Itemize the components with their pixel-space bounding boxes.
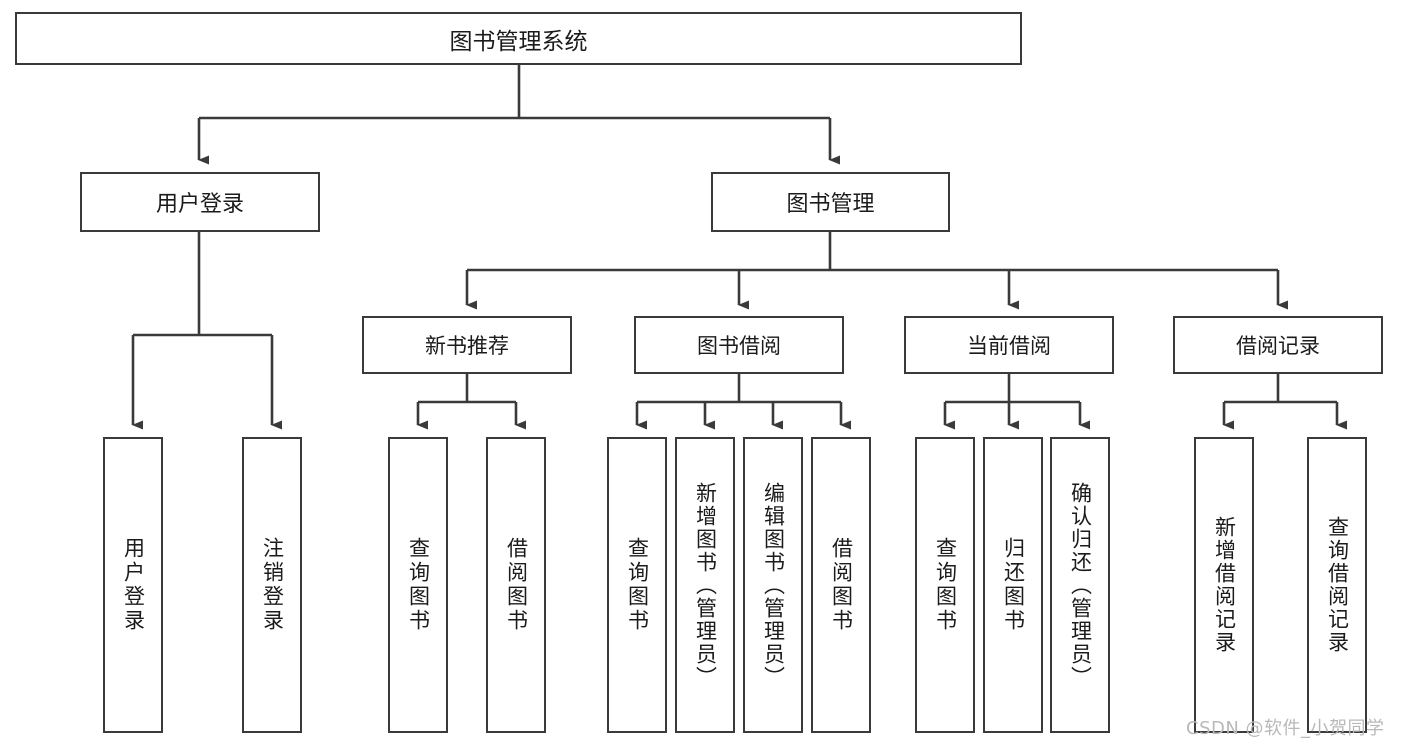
leaf-label: 查询图书 [625,537,650,633]
leaf-new-book-borrow-book[interactable]: 借阅图书 [486,437,546,733]
leaf-label: 新增图书（管理员） [693,481,718,689]
leaf-label: 新增借阅记录 [1212,516,1237,654]
leaf-label: 确认归还（管理员） [1068,481,1093,689]
leaf-label: 借阅图书 [504,537,529,633]
leaf-label: 查询借阅记录 [1325,516,1350,654]
leaf-book-borrow-add-book[interactable]: 新增图书（管理员） [675,437,735,733]
leaf-label: 查询图书 [406,537,431,633]
leaf-user-login-logout[interactable]: 注销登录 [242,437,302,733]
node-new-book-recommend[interactable]: 新书推荐 [362,316,572,374]
leaf-current-borrow-return-book[interactable]: 归还图书 [983,437,1043,733]
node-borrow-record[interactable]: 借阅记录 [1173,316,1383,374]
leaf-borrow-record-add-record[interactable]: 新增借阅记录 [1194,437,1254,733]
node-root-system[interactable]: 图书管理系统 [15,12,1022,65]
leaf-user-login-login[interactable]: 用户登录 [103,437,163,733]
leaf-current-borrow-query-book[interactable]: 查询图书 [915,437,975,733]
leaf-borrow-record-query-record[interactable]: 查询借阅记录 [1307,437,1367,733]
leaf-label: 注销登录 [260,537,285,633]
leaf-book-borrow-query-book[interactable]: 查询图书 [607,437,667,733]
leaf-label: 用户登录 [121,537,146,633]
leaf-book-borrow-borrow-book[interactable]: 借阅图书 [811,437,871,733]
node-book-management[interactable]: 图书管理 [711,172,950,232]
node-current-borrow[interactable]: 当前借阅 [904,316,1114,374]
leaf-current-borrow-confirm-return[interactable]: 确认归还（管理员） [1050,437,1110,733]
leaf-label: 编辑图书（管理员） [761,481,786,689]
node-user-login[interactable]: 用户登录 [80,172,320,232]
leaf-new-book-query-book[interactable]: 查询图书 [388,437,448,733]
leaf-label: 查询图书 [933,537,958,633]
leaf-book-borrow-edit-book[interactable]: 编辑图书（管理员） [743,437,803,733]
csdn-watermark: CSDN @软件_小贺同学 [1186,718,1385,739]
node-book-borrow[interactable]: 图书借阅 [634,316,844,374]
leaf-label: 归还图书 [1001,537,1026,633]
leaf-label: 借阅图书 [829,537,854,633]
